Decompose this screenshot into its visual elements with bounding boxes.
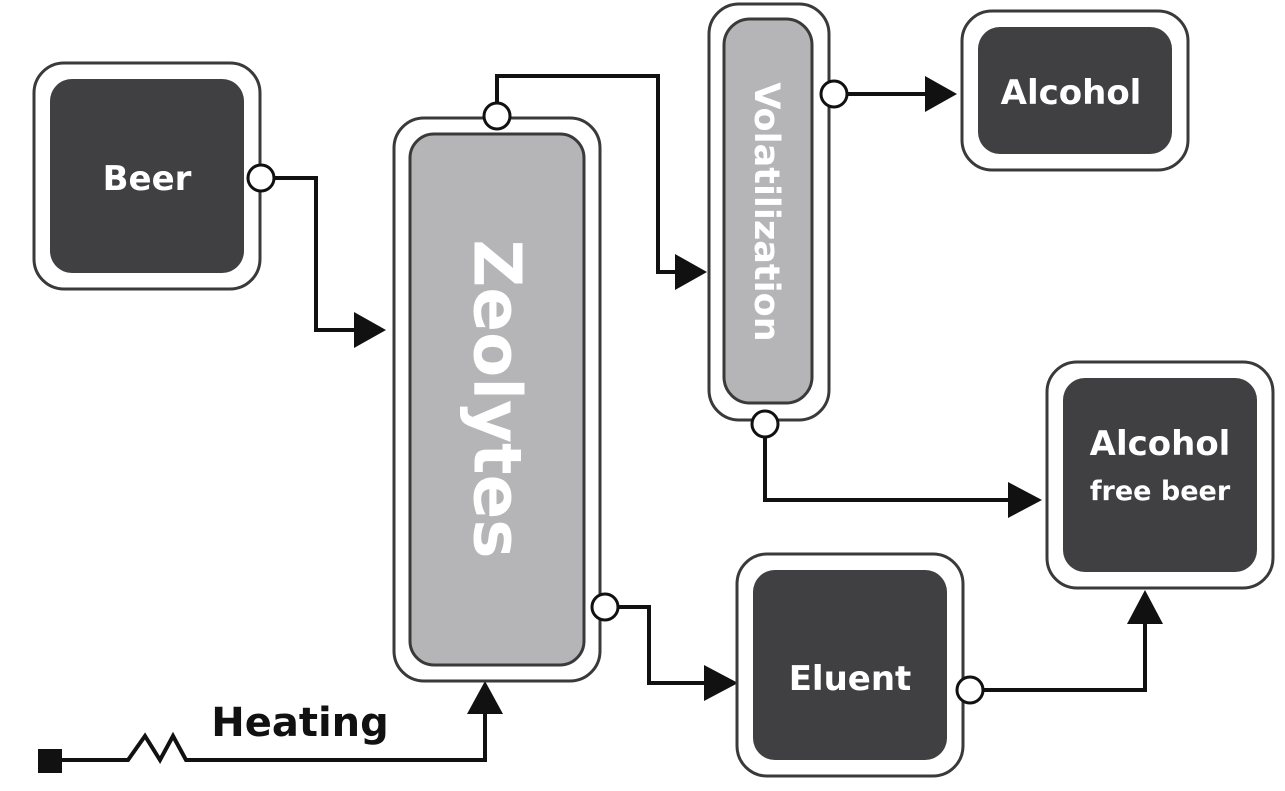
port-zeolytes-out (590, 592, 620, 622)
port-volatilization-bottom (750, 409, 780, 439)
port-beer-out (246, 163, 276, 193)
node-beer: Beer (32, 61, 262, 291)
node-beer-box (50, 79, 244, 273)
node-alcohol-free-beer-line2: free beer (1090, 476, 1231, 507)
node-eluent: Eluent (735, 552, 965, 778)
arrow-into-volatilization (675, 254, 707, 290)
node-alcohol-free-beer: Alcohol free beer (1045, 360, 1275, 590)
node-zeolytes-box (408, 132, 586, 667)
port-zeolytes-top (482, 101, 512, 131)
arrow-into-alcohol-free-beer-left (1008, 482, 1042, 518)
node-alcohol-box (978, 27, 1172, 154)
node-volatilization-label: Volatilization (746, 82, 786, 341)
node-alcohol-label: Alcohol (1001, 73, 1142, 113)
line-heating (50, 712, 487, 764)
arrow-into-alcohol (925, 76, 957, 112)
node-zeolytes-label: Zeolytes (459, 239, 536, 558)
arrow-into-alcohol-free-beer-bottom (1127, 590, 1163, 624)
node-alcohol: Alcohol (960, 9, 1190, 172)
ports (246, 79, 985, 705)
line-volatilization-to-alcohol-free-beer (763, 437, 1010, 502)
node-volatilization-box (722, 17, 814, 405)
arrow-into-zeolytes (354, 312, 386, 348)
node-alcohol-free-beer-line1: Alcohol (1090, 424, 1231, 464)
node-alcohol-free-beer-box (1063, 378, 1257, 572)
line-eluent-to-alcohol-free-beer (984, 622, 1147, 692)
node-eluent-label: Eluent (789, 659, 912, 699)
port-volatilization-out (819, 79, 849, 109)
node-zeolytes: Zeolytes (392, 116, 602, 683)
line-zeolytes-to-volatilization (495, 74, 678, 274)
heating-label: Heating (211, 700, 389, 746)
node-eluent-box (753, 570, 947, 760)
node-volatilization: Volatilization (707, 2, 831, 422)
arrowheads (354, 76, 1163, 714)
line-zeolytes-to-eluent (618, 605, 706, 685)
line-beer-to-zeolytes (274, 176, 356, 332)
node-beer-label: Beer (103, 159, 192, 199)
arrow-into-eluent (704, 665, 738, 701)
heating-start-square (38, 749, 62, 773)
arrow-heating-into-zeolytes (467, 681, 503, 714)
connectors (50, 74, 1147, 764)
port-eluent-out (955, 675, 985, 705)
